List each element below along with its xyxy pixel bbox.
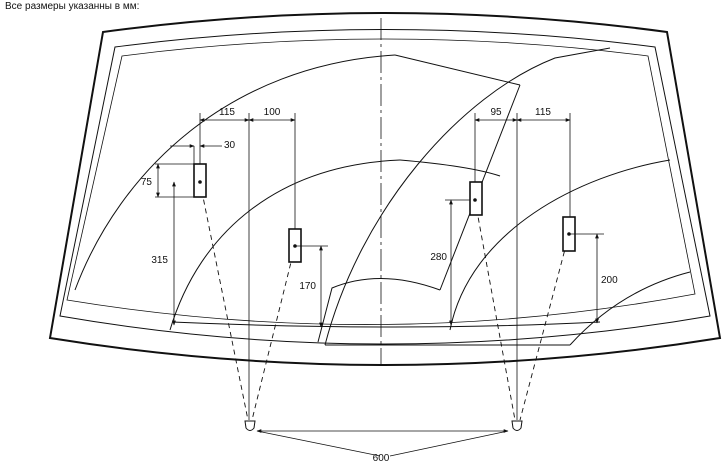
spray-target-dot [198, 180, 202, 184]
dim-label-170: 170 [299, 281, 316, 292]
windshield-inner-edge [59, 29, 711, 345]
dimensions-note: Все размеры указанны в мм: [5, 1, 140, 12]
dim-label-600: 600 [373, 453, 390, 464]
left-wiper-inner-arc [169, 159, 401, 331]
left-washer-nozzle [244, 420, 256, 431]
dim-label-100: 100 [264, 107, 281, 118]
left-wiper-lower-sweep [317, 277, 441, 343]
dim-label-75: 75 [141, 177, 153, 188]
right-spray-line [474, 199, 516, 421]
dim-label-280: 280 [430, 252, 447, 263]
right-spray-line [519, 233, 570, 421]
right-wiper-inner-arc [569, 271, 691, 346]
left-wiper-outer-arc [74, 54, 396, 291]
nozzle-spacing-line [389, 430, 509, 457]
left-wiper-inner-sweep [399, 159, 501, 177]
dim-label-200: 200 [601, 275, 618, 286]
left-spray-line [251, 245, 296, 421]
nozzle-spacing-line [256, 430, 381, 457]
windshield-glass-boundary [66, 38, 696, 325]
dim-label-95: 95 [490, 107, 502, 118]
left-spray-line [199, 181, 249, 421]
right-wiper-mid-arc [449, 159, 671, 331]
spray-target-dot [473, 198, 477, 202]
dim-label-115-left: 115 [219, 107, 235, 118]
dim-label-315: 315 [151, 255, 168, 266]
windshield-outer-edge [48, 12, 722, 366]
right-washer-nozzle [511, 420, 523, 431]
dim-label-30: 30 [224, 140, 236, 151]
left-wiper-blade-top [394, 54, 521, 86]
right-wiper-outer-arc [324, 47, 611, 346]
dim-label-115-right: 115 [535, 107, 551, 118]
spray-target-box [469, 181, 483, 216]
